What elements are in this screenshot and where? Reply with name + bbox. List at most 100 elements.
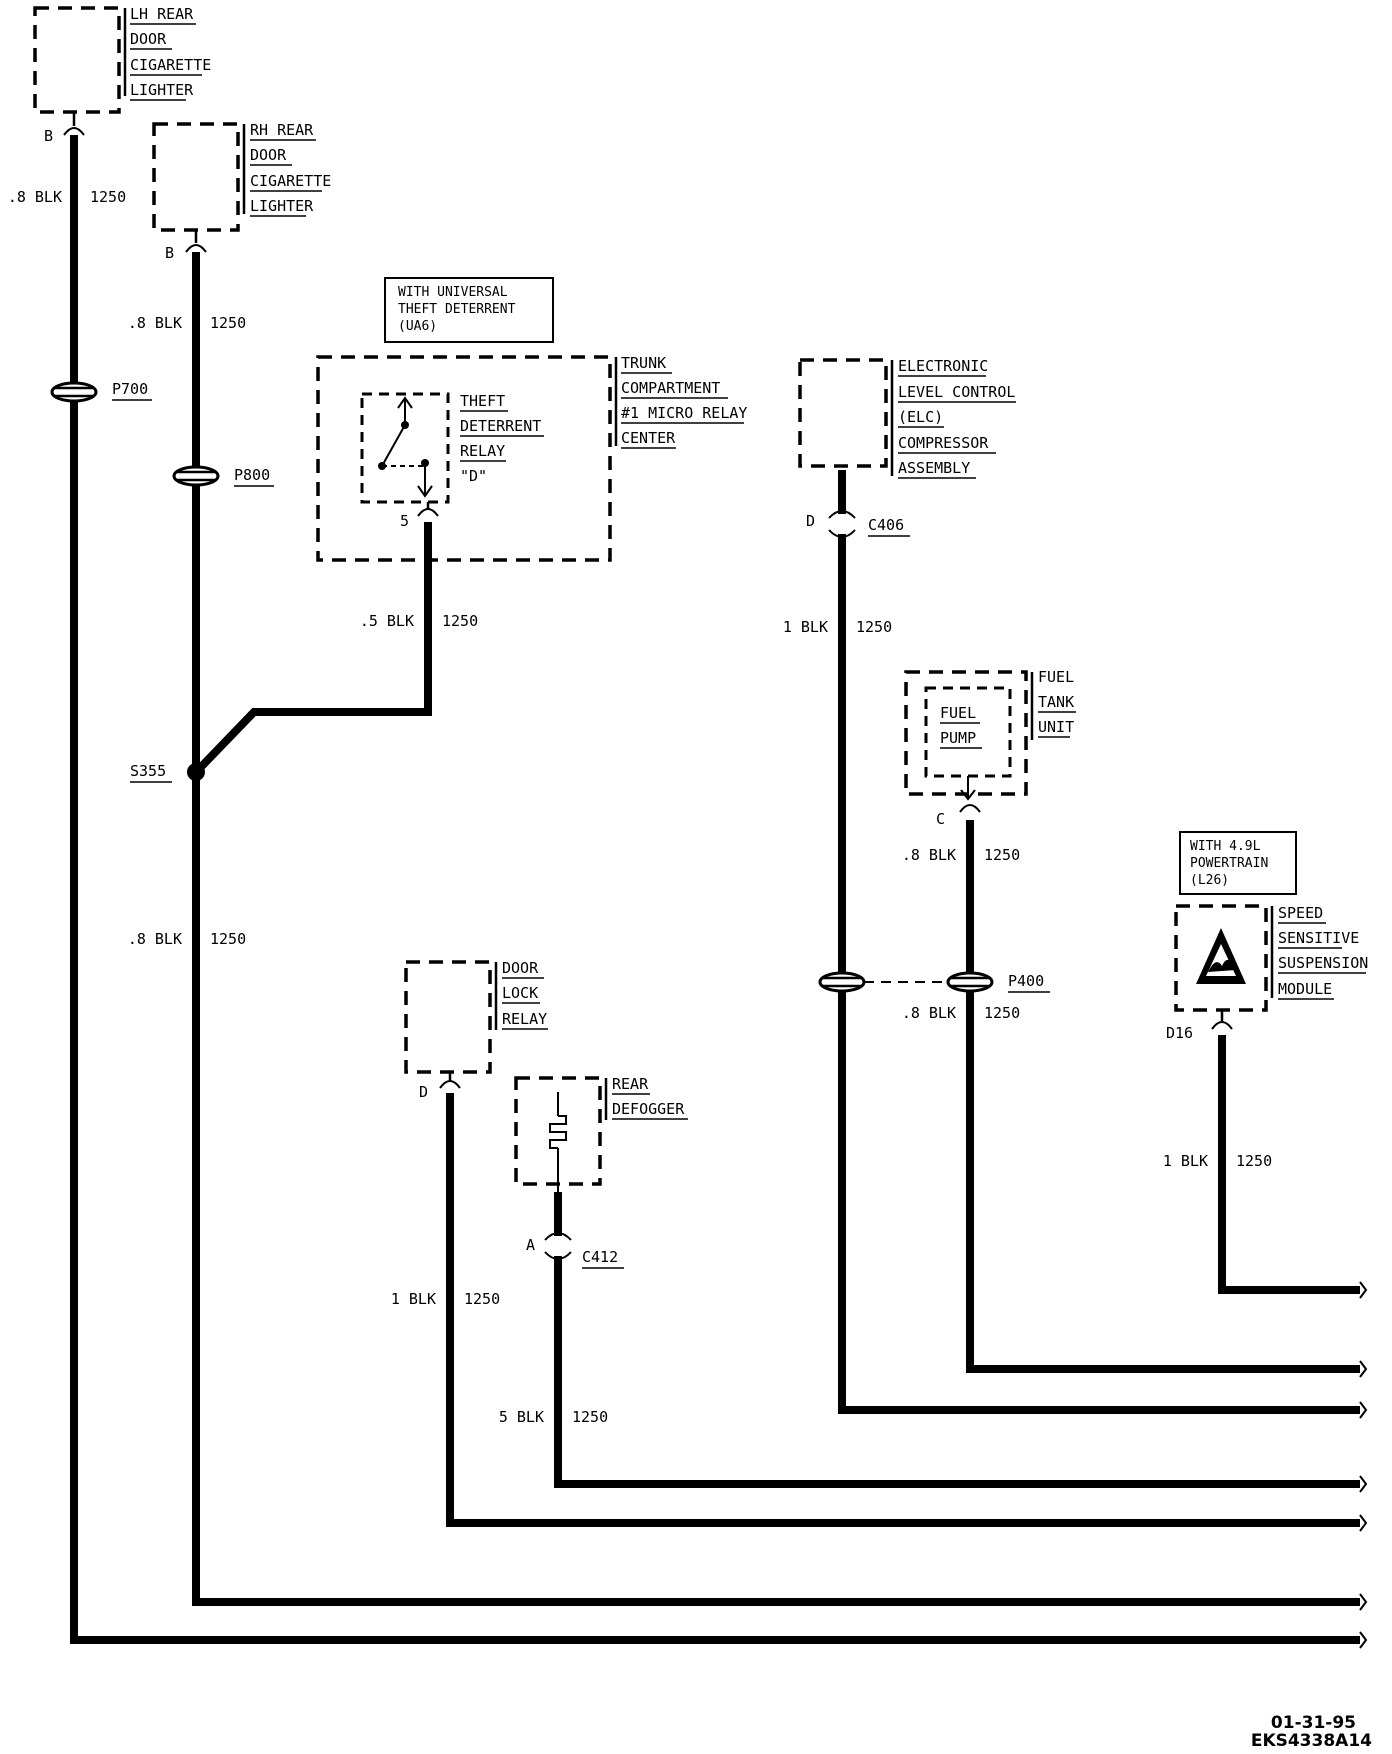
svg-text:1 BLK: 1 BLK bbox=[1163, 1152, 1208, 1170]
svg-text:LEVEL CONTROL: LEVEL CONTROL bbox=[898, 383, 1015, 401]
splice-s355-dot bbox=[187, 763, 205, 781]
svg-text:RELAY: RELAY bbox=[460, 442, 505, 460]
svg-text:COMPRESSOR: COMPRESSOR bbox=[898, 434, 989, 452]
fuel-tank-unit-box bbox=[904, 670, 1028, 813]
svg-text:.8 BLK: .8 BLK bbox=[902, 846, 956, 864]
inline-connectors bbox=[544, 510, 856, 1260]
p800-marker bbox=[172, 465, 220, 487]
c406-label: C406 bbox=[868, 516, 904, 534]
p400-marker-left bbox=[818, 971, 866, 993]
p700-label: P700 bbox=[112, 380, 148, 398]
pin-labels: B B 5 D C D16 D A bbox=[44, 127, 1193, 1254]
door-lock-relay-label: DOOR LOCK RELAY bbox=[502, 959, 548, 1030]
ua6-note-label: WITH UNIVERSAL THEFT DETERRENT (UA6) bbox=[398, 285, 516, 334]
l26-note-label: WITH 4.9L POWERTRAIN (L26) bbox=[1190, 839, 1268, 888]
svg-text:COMPARTMENT: COMPARTMENT bbox=[621, 379, 720, 397]
wire-defogger-ground bbox=[554, 1192, 1360, 1488]
component-label-bars bbox=[123, 8, 1274, 1120]
svg-text:SUSPENSION: SUSPENSION bbox=[1278, 954, 1368, 972]
svg-text:RH REAR: RH REAR bbox=[250, 121, 314, 139]
rear-defogger-label: REAR DEFOGGER bbox=[612, 1075, 688, 1120]
svg-text:LIGHTER: LIGHTER bbox=[250, 197, 314, 215]
svg-text:DETERRENT: DETERRENT bbox=[460, 417, 541, 435]
wire-module-ground bbox=[1218, 1035, 1360, 1294]
svg-text:1250: 1250 bbox=[90, 188, 126, 206]
c412-connector bbox=[544, 1232, 572, 1260]
svg-text:1250: 1250 bbox=[856, 618, 892, 636]
connector-labels: P700 P800 S355 C406 P400 C412 bbox=[112, 380, 1050, 1269]
elc-assembly-label: ELECTRONIC LEVEL CONTROL (ELC) COMPRESSO… bbox=[898, 357, 1016, 479]
fuel-tank-unit-label: FUEL TANK UNIT bbox=[1038, 668, 1076, 738]
svg-text:A: A bbox=[526, 1236, 535, 1254]
svg-text:1250: 1250 bbox=[464, 1290, 500, 1308]
svg-text:C: C bbox=[936, 810, 945, 828]
svg-text:D: D bbox=[419, 1083, 428, 1101]
theft-relay-label: THEFT DETERRENT RELAY "D" bbox=[460, 392, 544, 485]
rh-rear-lighter-box bbox=[152, 122, 240, 253]
svg-text:LH REAR: LH REAR bbox=[130, 5, 194, 23]
svg-text:REAR: REAR bbox=[612, 1075, 649, 1093]
svg-text:1250: 1250 bbox=[442, 612, 478, 630]
svg-text:CENTER: CENTER bbox=[621, 429, 676, 447]
speed-module-box bbox=[1174, 904, 1268, 1030]
svg-text:CIGARETTE: CIGARETTE bbox=[130, 56, 211, 74]
svg-text:"D": "D" bbox=[460, 467, 487, 485]
svg-text:WITH 4.9L: WITH 4.9L bbox=[1190, 839, 1261, 854]
lh-rear-lighter-box bbox=[33, 6, 121, 136]
svg-text:1250: 1250 bbox=[210, 314, 246, 332]
wire-fuel-pump-ground bbox=[966, 820, 1360, 1373]
speed-module-label: SPEED SENSITIVE SUSPENSION MODULE bbox=[1278, 904, 1368, 1000]
svg-text:THEFT DETERRENT: THEFT DETERRENT bbox=[398, 302, 516, 317]
wires bbox=[70, 135, 1368, 1649]
fuel-pump-label: FUEL PUMP bbox=[940, 704, 982, 749]
svg-text:DOOR: DOOR bbox=[250, 146, 287, 164]
svg-text:.5 BLK: .5 BLK bbox=[360, 612, 414, 630]
svg-text:ASSEMBLY: ASSEMBLY bbox=[898, 459, 970, 477]
p400-label: P400 bbox=[1008, 972, 1044, 990]
lh-rear-lighter-label: LH REAR DOOR CIGARETTE LIGHTER bbox=[130, 5, 211, 101]
svg-text:B: B bbox=[165, 244, 174, 262]
svg-text:ELECTRONIC: ELECTRONIC bbox=[898, 357, 988, 375]
wire-relay-to-s355 bbox=[197, 522, 432, 771]
svg-text:1 BLK: 1 BLK bbox=[783, 618, 828, 636]
trunk-relay-center-label: TRUNK COMPARTMENT #1 MICRO RELAY CENTER bbox=[621, 354, 747, 449]
p400-marker-right bbox=[946, 971, 994, 993]
svg-text:D16: D16 bbox=[1166, 1024, 1193, 1042]
svg-text:WITH UNIVERSAL: WITH UNIVERSAL bbox=[398, 285, 508, 300]
wire-door-lock-ground bbox=[446, 1093, 1360, 1527]
svg-text:B: B bbox=[44, 127, 53, 145]
relay-switch-symbol bbox=[378, 396, 433, 498]
svg-text:FUEL: FUEL bbox=[940, 704, 976, 722]
diagram-footer: 01-31-95 EKS4338A14 bbox=[1251, 1713, 1372, 1751]
pass-through-markers bbox=[50, 381, 994, 993]
svg-text:1250: 1250 bbox=[1236, 1152, 1272, 1170]
svg-text:DOOR: DOOR bbox=[130, 30, 167, 48]
svg-text:#1 MICRO RELAY: #1 MICRO RELAY bbox=[621, 404, 747, 422]
svg-text:SPEED: SPEED bbox=[1278, 904, 1323, 922]
svg-text:PUMP: PUMP bbox=[940, 729, 976, 747]
svg-text:DEFOGGER: DEFOGGER bbox=[612, 1100, 685, 1118]
svg-text:.8 BLK: .8 BLK bbox=[128, 314, 182, 332]
svg-text:1250: 1250 bbox=[984, 846, 1020, 864]
defogger-grid-symbol bbox=[549, 1092, 567, 1160]
svg-text:TANK: TANK bbox=[1038, 693, 1074, 711]
svg-text:(ELC): (ELC) bbox=[898, 408, 943, 426]
svg-text:5: 5 bbox=[400, 512, 409, 530]
wire-elc-ground bbox=[838, 470, 1360, 1414]
svg-text:.8 BLK: .8 BLK bbox=[128, 930, 182, 948]
diagram-date: 01-31-95 bbox=[1271, 1713, 1356, 1733]
svg-text:LIGHTER: LIGHTER bbox=[130, 81, 194, 99]
diagram-code: EKS4338A14 bbox=[1251, 1731, 1372, 1751]
svg-text:1250: 1250 bbox=[984, 1004, 1020, 1022]
wire-lh-lighter-ground bbox=[70, 135, 1360, 1644]
ua6-note-box bbox=[384, 277, 554, 343]
wire-end-arrows bbox=[1359, 1281, 1368, 1649]
svg-text:RELAY: RELAY bbox=[502, 1010, 547, 1028]
svg-text:1 BLK: 1 BLK bbox=[391, 1290, 436, 1308]
rh-rear-lighter-label: RH REAR DOOR CIGARETTE LIGHTER bbox=[250, 121, 331, 217]
svg-text:CIGARETTE: CIGARETTE bbox=[250, 172, 331, 190]
p800-label: P800 bbox=[234, 466, 270, 484]
svg-text:FUEL: FUEL bbox=[1038, 668, 1074, 686]
svg-text:D: D bbox=[806, 512, 815, 530]
